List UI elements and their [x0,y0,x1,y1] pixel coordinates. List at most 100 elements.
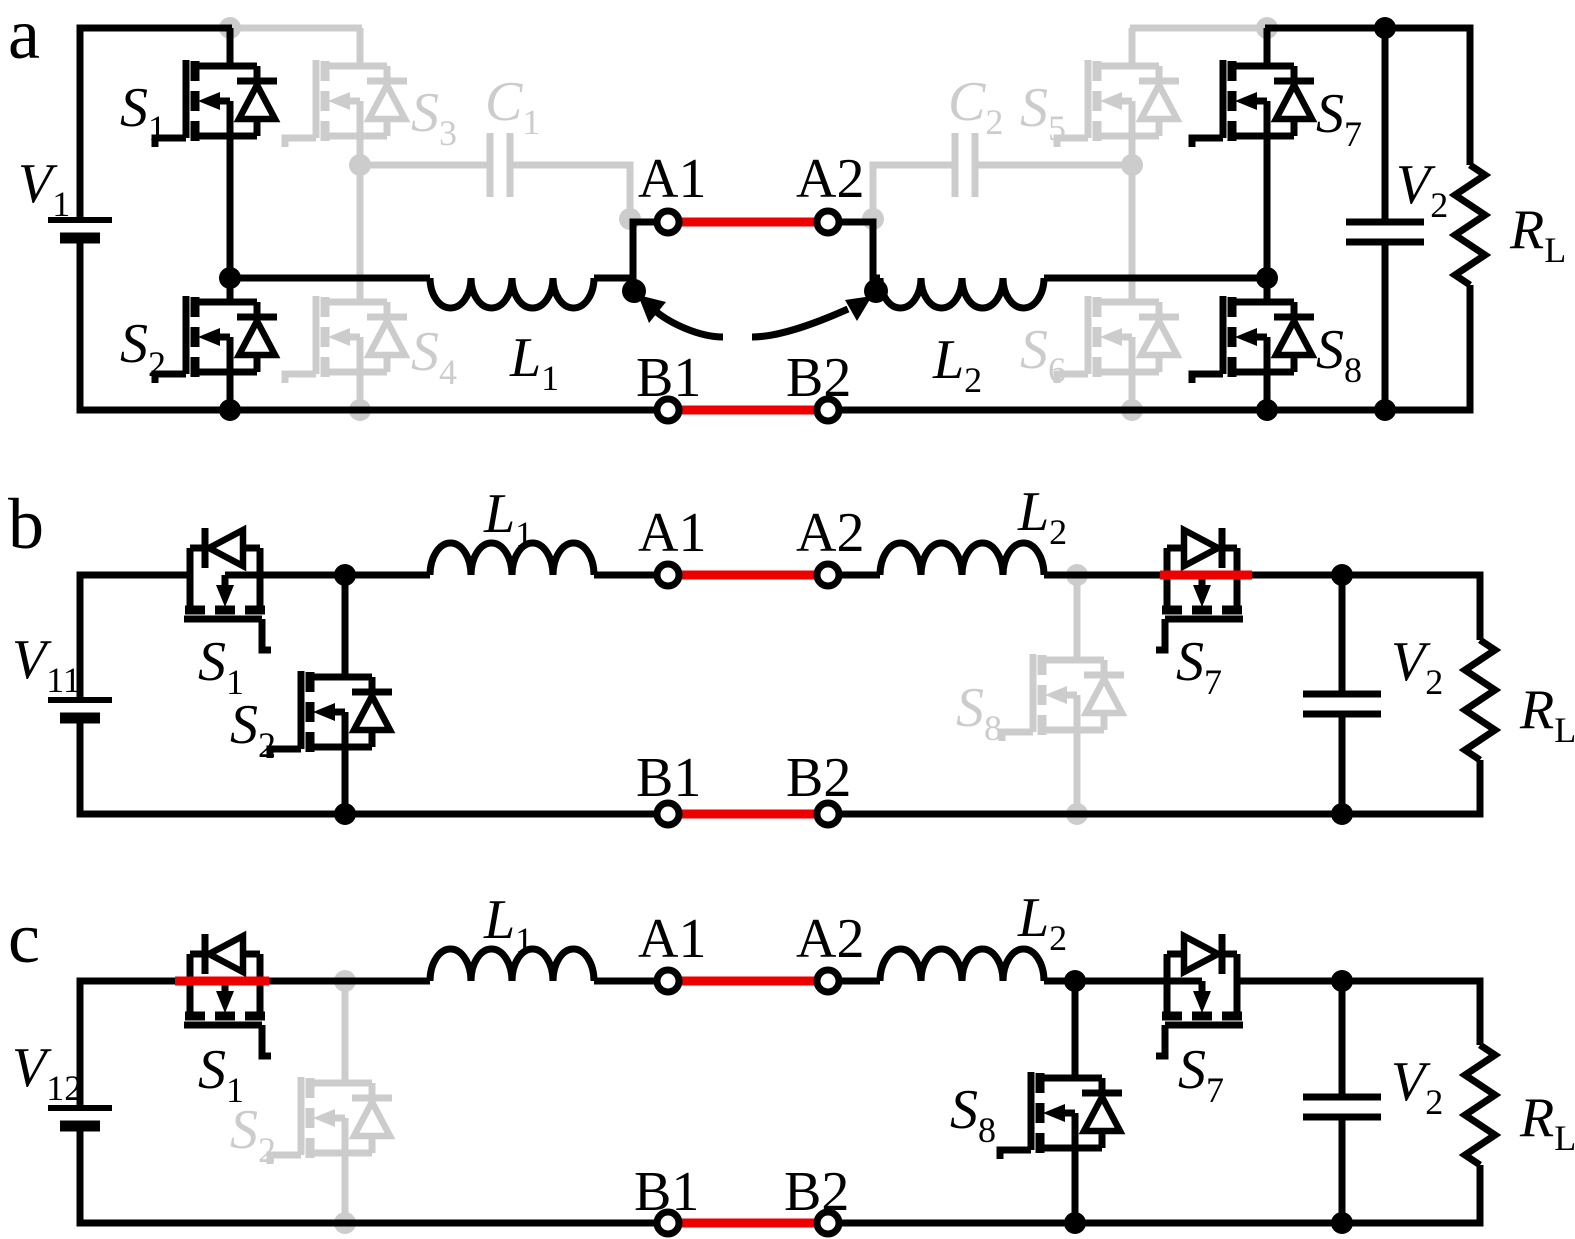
inductor-l1 [430,278,594,308]
terminal-b1 [653,799,683,829]
label-l2: L2 [932,329,982,400]
mosfet-s8 [1000,1040,1122,1186]
terminal-b2 [813,799,843,829]
inductor-l2 [880,278,1044,308]
label-s2: S2 [230,1099,276,1170]
label-s8: S8 [956,677,1002,748]
panel-letter-c: c [8,898,40,978]
label-l2: L2 [1017,887,1067,958]
label-v2: V2 [1396,154,1448,225]
mosfet-s8 [1192,264,1314,410]
label-s8: S8 [1316,319,1362,390]
panel-c-active-layer [48,934,1495,1234]
label-l1: L1 [483,483,533,554]
label-a2: A2 [796,502,864,564]
label-a1: A1 [638,908,706,970]
terminal-a1 [653,966,683,996]
label-b2: B2 [784,1161,849,1223]
label-b1: B1 [636,747,701,809]
junction-dot [1121,154,1143,176]
junction-dot [349,154,371,176]
inductor-l1 [430,949,594,981]
label-s5: S5 [1020,77,1066,148]
mosfet-s1 [155,28,277,174]
label-s7: S7 [1176,631,1222,702]
label-s1: S1 [198,631,244,702]
terminal-a2 [813,560,843,590]
battery-v11 [48,700,112,718]
panel-b-inactive-layer [1002,564,1124,825]
junction-dot [1064,1212,1086,1234]
junction-dot [1256,399,1278,421]
label-a1: A1 [638,502,706,564]
panel-letter-b: b [8,484,44,564]
junction-dot [334,564,356,586]
label-s1: S1 [120,77,166,148]
mosfet-s7 [1129,934,1275,1056]
wire-c2 [869,161,1132,216]
label-v1: V1 [18,153,70,224]
mosfet-s4 [285,264,407,410]
panel-a: a V1 S1 S2 S3 S4 C1 C2 S5 S6 S7 S8 L1 L2… [8,0,1566,425]
label-b2: B2 [786,747,851,809]
junction-dot [1331,564,1353,586]
mosfet-s5 [1057,28,1179,174]
capacitor-v2 [1303,694,1381,714]
resistor-rl [1455,165,1485,285]
label-s7: S7 [1178,1039,1224,1110]
wire-top-left [76,24,232,220]
junction-dot [1331,1212,1353,1234]
panel-a-inactive-layer [219,17,1278,421]
current-arrow-left [650,306,724,341]
label-rl: RL [1519,679,1575,750]
label-s3: S3 [411,82,457,153]
arrowhead-left-icon [638,295,666,323]
panel-b: b V11 S1 S2 L1 L2 S8 S7 V2 RL A1 A2 B1 B… [8,481,1575,829]
battery-v12 [48,1108,112,1126]
label-a1: A1 [638,148,706,210]
label-s2: S2 [230,694,276,765]
wire-top-left [76,571,156,700]
label-c2: C2 [948,71,1003,142]
wire-bottom-right [838,285,1474,414]
capacitor-v2 [1303,1097,1381,1117]
mosfet-s6 [1057,264,1179,410]
inductor-l1 [430,543,594,575]
mosfet-s2 [270,639,392,785]
label-s7: S7 [1316,83,1362,154]
label-b1: B1 [636,347,701,409]
capacitor-v2 [1346,222,1424,242]
wire-a2-l2 [839,218,880,282]
label-a2: A2 [796,908,864,970]
label-l1: L1 [483,889,533,960]
arrowhead-right-icon [845,296,872,321]
wire-s7-rl [1271,977,1484,1045]
resistor-rl [1465,640,1495,760]
junction-dot [334,803,356,825]
label-b2: B2 [786,347,851,409]
mosfet-s3 [285,28,407,174]
terminal-a1 [653,207,683,237]
junction-dot [219,399,241,421]
label-s6: S6 [1020,319,1066,390]
junction-dot [1374,17,1396,39]
junction-dot [1256,267,1278,289]
wire-c1 [360,161,634,216]
wire-bottom-left [76,721,658,818]
label-v2: V2 [1391,631,1443,702]
terminal-b1 [653,1208,683,1238]
wire-top-left [76,977,156,1108]
resistor-rl [1465,1045,1495,1165]
terminal-a2 [813,966,843,996]
label-b1: B1 [634,1161,699,1223]
label-v12: V12 [12,1037,82,1108]
label-c1: C1 [485,71,540,142]
junction-dot [1374,399,1396,421]
wire-bottom-right [838,760,1484,818]
junction-dot [1064,970,1086,992]
label-s4: S4 [411,321,457,392]
label-l2: L2 [1017,481,1067,552]
terminal-a1 [653,560,683,590]
wire-bottom-left [76,241,658,414]
